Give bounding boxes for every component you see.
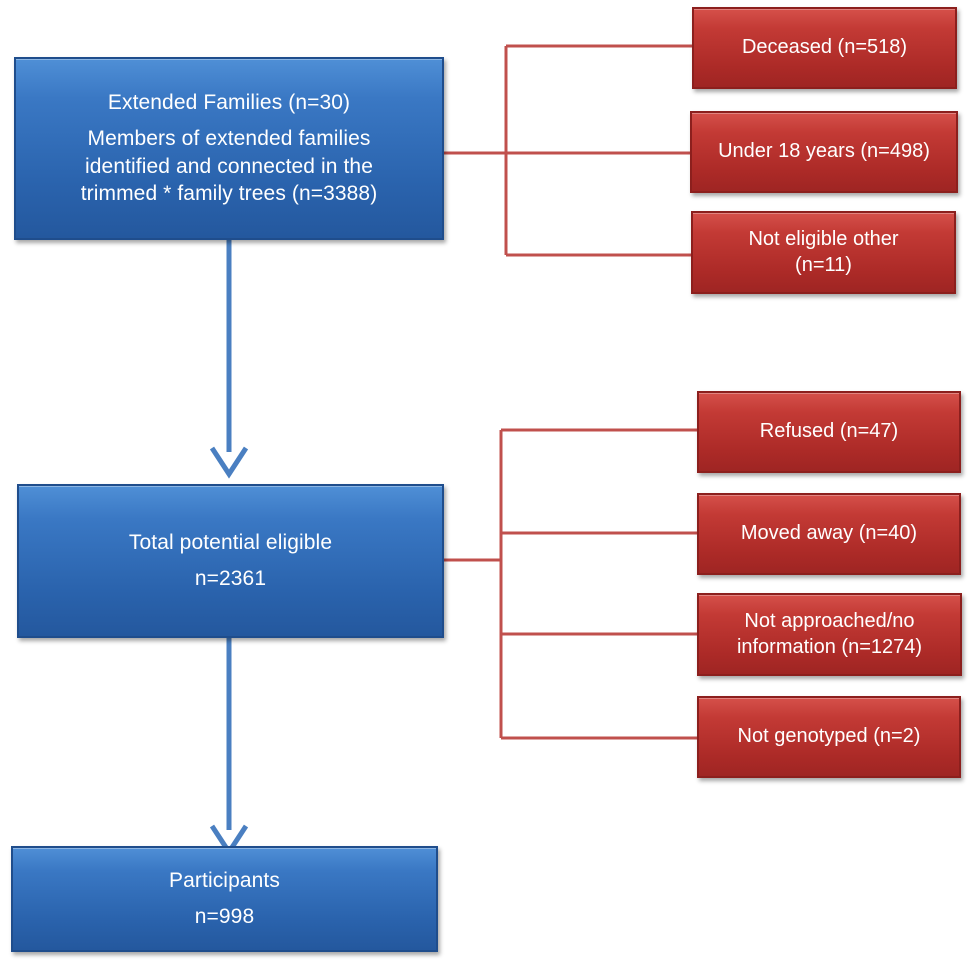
exclusion-not-approached-line-1: Not approached/no: [744, 609, 915, 632]
exclusion-deceased-label: Deceased (n=518): [741, 36, 908, 59]
total-eligible-count: n=2361: [194, 567, 267, 590]
exclusion-box-not-approached: Not approached/no information (n=1274): [697, 593, 962, 676]
extended-families-line-3: trimmed * family trees (n=3388): [80, 182, 378, 206]
exclusion-not-eligible-line-1: Not eligible other: [748, 227, 899, 250]
extended-families-line-1: Members of extended families: [87, 126, 371, 150]
exclusion-box-deceased: Deceased (n=518): [692, 7, 957, 89]
participants-box: Participants n=998: [11, 846, 438, 952]
exclusion-box-refused: Refused (n=47): [697, 391, 961, 473]
extended-families-line-2: identified and connected in the: [85, 154, 373, 178]
flow-arrow-2: [209, 638, 249, 857]
exclusion-box-not-genotyped: Not genotyped (n=2): [697, 696, 961, 778]
total-eligible-title: Total potential eligible: [128, 531, 333, 555]
exclusion-box-under-18: Under 18 years (n=498): [690, 111, 958, 193]
exclusion-not-approached-line-2: information (n=1274): [736, 635, 923, 658]
exclusion-under-18-label: Under 18 years (n=498): [718, 140, 930, 163]
exclusion-moved-away-label: Moved away (n=40): [740, 522, 918, 545]
extended-families-box: Extended Families (n=30) Members of exte…: [14, 57, 444, 240]
extended-families-title: Extended Families (n=30): [107, 91, 351, 115]
exclusion-refused-label: Refused (n=47): [759, 420, 899, 443]
exclusion-bracket-2: [444, 428, 697, 740]
flow-arrow-1: [209, 240, 249, 479]
exclusion-not-eligible-line-2: (n=11): [795, 253, 852, 276]
exclusion-box-moved-away: Moved away (n=40): [697, 493, 961, 575]
exclusion-box-not-eligible-other: Not eligible other (n=11): [691, 211, 956, 294]
total-eligible-box: Total potential eligible n=2361: [17, 484, 444, 638]
exclusion-not-genotyped-label: Not genotyped (n=2): [737, 725, 921, 748]
participants-title: Participants: [169, 869, 280, 893]
exclusion-bracket-1: [444, 44, 692, 257]
participants-count: n=998: [194, 905, 255, 928]
